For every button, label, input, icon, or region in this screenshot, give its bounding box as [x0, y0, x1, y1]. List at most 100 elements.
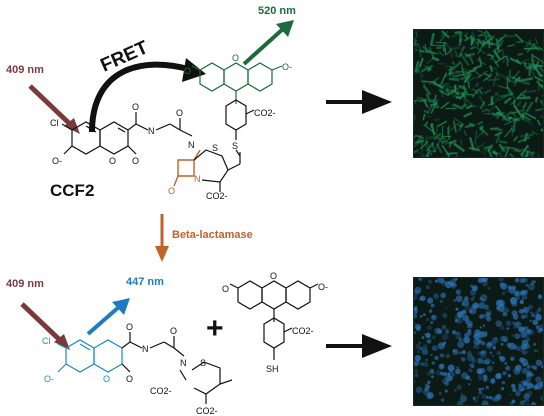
cell-texture-mark [524, 326, 529, 331]
cell-texture-mark [505, 320, 512, 327]
cell-texture-mark [468, 137, 475, 151]
cell-texture-mark [468, 368, 473, 373]
excitation-arrow-icon [28, 84, 74, 128]
cell-texture-mark [422, 313, 426, 317]
cell-texture-mark [459, 74, 472, 81]
cell-texture-mark [494, 337, 498, 341]
cell-texture-mark [515, 58, 521, 64]
cell-texture-mark [468, 332, 472, 336]
cell-texture-mark [467, 81, 470, 89]
cell-texture-mark [533, 60, 540, 71]
cell-texture-mark [452, 349, 456, 353]
cell-texture-mark [422, 79, 427, 86]
cell-texture-mark [477, 121, 484, 125]
cell-texture-mark [470, 378, 473, 381]
cell-texture-mark [419, 347, 423, 351]
cell-texture-mark [518, 326, 525, 333]
cell-texture-mark [535, 311, 540, 315]
cell-texture-mark [519, 400, 525, 405]
cell-texture-mark [484, 357, 491, 365]
cell-texture-mark [492, 72, 498, 87]
product-amide-oxygen: O [126, 322, 133, 332]
cell-texture-mark [530, 132, 535, 137]
cell-texture-mark [478, 387, 482, 391]
cell-texture-mark [442, 343, 445, 346]
cell-texture-mark [420, 362, 424, 366]
cell-texture-mark [414, 323, 422, 331]
cell-texture-mark [441, 333, 449, 341]
cell-texture-mark [451, 61, 456, 66]
cell-texture-mark [489, 351, 493, 355]
cell-texture-mark [505, 110, 512, 118]
cell-texture-mark [484, 145, 491, 150]
cell-texture-mark [527, 382, 534, 389]
product-glycine-n: N [180, 358, 187, 368]
cell-texture-mark [515, 291, 520, 296]
cell-texture-mark [513, 148, 525, 153]
cell-texture-mark [444, 380, 450, 386]
thiol-group: SH [266, 364, 279, 374]
cell-texture-mark [474, 142, 486, 151]
bottom-emission-label: 447 nm [126, 276, 164, 288]
cell-texture-mark [438, 89, 448, 96]
cell-texture-mark [526, 328, 532, 334]
cell-texture-mark [419, 140, 429, 150]
cell-texture-mark [516, 92, 523, 99]
cell-texture-mark [462, 91, 467, 106]
fret-arrow-icon [89, 61, 193, 133]
cell-texture-mark [500, 92, 515, 98]
cell-texture-mark [428, 135, 435, 140]
cell-texture-mark [432, 94, 438, 103]
cell-texture-mark [464, 36, 470, 42]
cell-texture-mark [494, 92, 502, 98]
cell-texture-mark [532, 54, 543, 63]
cell-texture-mark [470, 37, 475, 46]
cell-texture-mark [415, 386, 423, 394]
cell-texture-mark [439, 299, 443, 303]
cell-texture-mark [511, 300, 518, 307]
cell-texture-mark [502, 335, 509, 342]
cell-texture-mark [444, 374, 452, 382]
cell-texture-mark [414, 139, 424, 144]
cell-texture-mark [535, 313, 542, 321]
cell-texture-mark [523, 387, 527, 391]
cell-texture-mark [456, 317, 463, 324]
cell-texture-mark [449, 278, 457, 286]
cell-texture-mark [441, 144, 448, 154]
cell-texture-mark [505, 365, 511, 371]
cell-texture-mark [520, 331, 528, 339]
released-oxygen-atom: O [222, 284, 229, 294]
cell-texture-mark [489, 65, 494, 72]
cell-texture-mark [414, 293, 418, 301]
cell-texture-mark [456, 90, 465, 96]
cell-texture-mark [432, 315, 436, 319]
cell-texture-mark [442, 41, 446, 52]
cell-texture-mark [447, 364, 455, 372]
cell-texture-mark [537, 294, 542, 298]
cell-texture-mark [464, 53, 475, 57]
cell-texture-mark [437, 329, 443, 334]
top-emission-label: 520 nm [258, 5, 296, 17]
cell-texture-mark [537, 307, 542, 312]
cell-texture-mark [481, 36, 494, 47]
cell-texture-mark [461, 91, 470, 96]
cell-texture-mark [474, 38, 488, 45]
cell-texture-mark [423, 361, 429, 368]
cell-texture-mark [519, 278, 526, 284]
cell-texture-mark [480, 350, 484, 355]
cell-texture-mark [514, 76, 521, 83]
cell-texture-mark [502, 55, 510, 64]
cell-texture-mark [491, 354, 495, 358]
cell-texture-mark [480, 294, 488, 302]
cell-texture-mark [469, 51, 476, 56]
cell-texture-mark [520, 290, 528, 298]
cell-texture-mark [526, 365, 531, 369]
cell-texture-mark [468, 88, 475, 91]
cell-texture-mark [463, 336, 471, 344]
cell-texture-mark [415, 30, 418, 38]
cell-texture-mark [424, 121, 429, 127]
cell-texture-mark [477, 351, 482, 356]
cell-texture-mark [505, 34, 517, 39]
cell-texture-mark [487, 341, 493, 347]
